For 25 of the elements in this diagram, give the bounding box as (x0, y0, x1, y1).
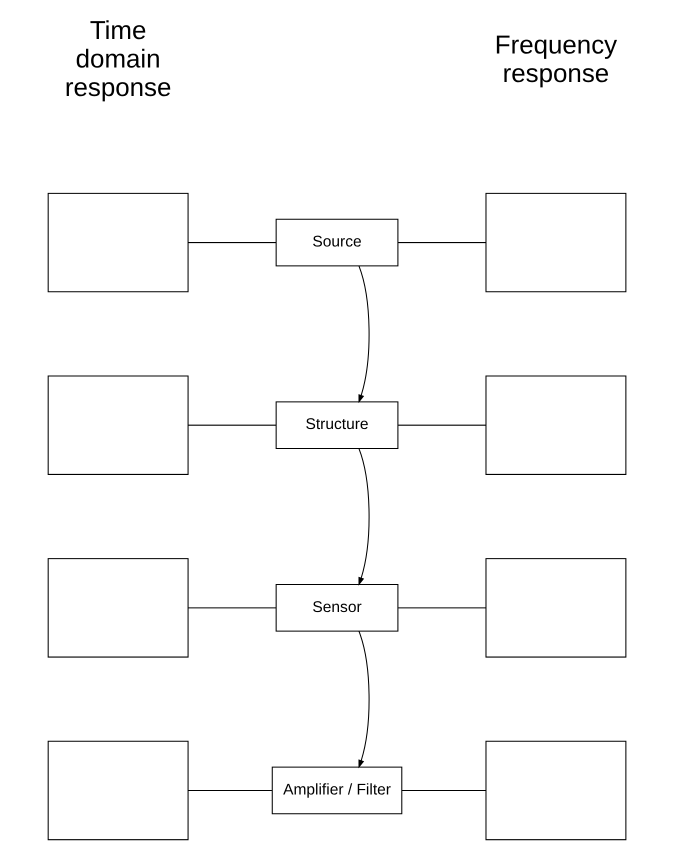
connector (398, 607, 486, 608)
connector (188, 242, 276, 244)
label: Frequency response (494, 31, 618, 88)
node-box: Structure (276, 401, 398, 450)
label: Time domain response (64, 17, 172, 102)
connector (402, 790, 486, 791)
node-box: Sensor (276, 584, 398, 632)
node-box (48, 375, 189, 475)
node-box (485, 192, 626, 292)
node-box (48, 192, 189, 292)
node-box (485, 558, 626, 658)
node-box (485, 375, 626, 475)
node-box (48, 740, 189, 840)
node-box (48, 558, 189, 658)
connector (188, 790, 272, 791)
node-box: Source (276, 218, 398, 266)
connector (398, 242, 486, 244)
node-box (485, 740, 626, 840)
connector (188, 424, 276, 426)
arrow (358, 266, 370, 404)
connector (398, 424, 486, 426)
node-box: Amplifier / Filter (272, 766, 402, 814)
arrow (358, 631, 370, 768)
connector (188, 607, 276, 608)
arrow (358, 448, 370, 586)
